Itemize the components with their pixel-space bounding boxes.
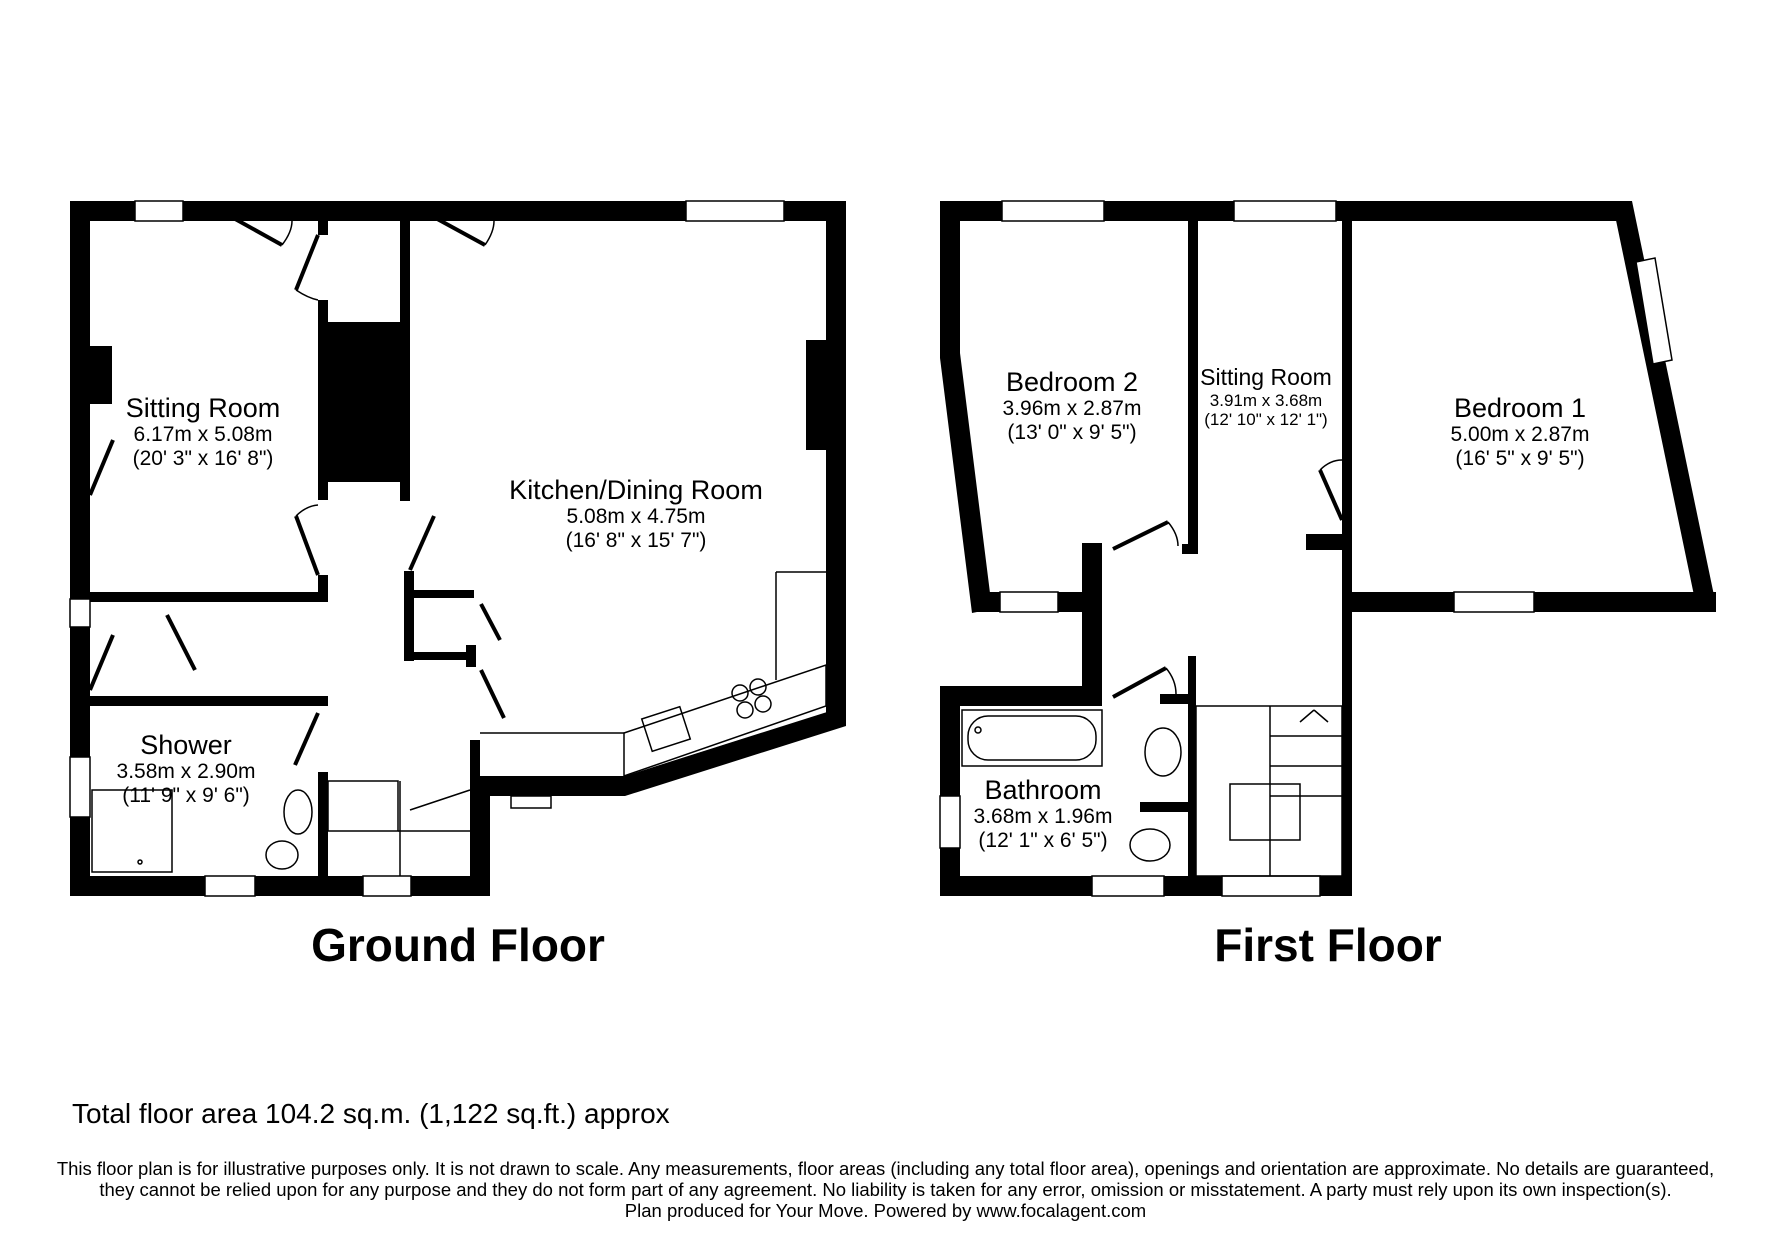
floor-title-first: First Floor <box>1214 919 1442 971</box>
room-label-bedroom-1: Bedroom 1 5.00m x 2.87m (16' 5" x 9' 5") <box>1451 393 1590 470</box>
room-imperial: (12' 1" x 6' 5") <box>978 828 1108 852</box>
room-imperial: (12' 10" x 12' 1") <box>1204 409 1328 429</box>
room-metric: 3.58m x 2.90m <box>116 760 256 784</box>
first-floor-doors <box>1112 459 1344 699</box>
first-floor-windows <box>939 200 1673 897</box>
room-metric: 3.96m x 2.87m <box>1002 397 1142 421</box>
total-floor-area: Total floor area 104.2 sq.m. (1,122 sq.f… <box>72 1098 670 1129</box>
disclaimer-line-2: they cannot be relied upon for any purpo… <box>99 1179 1672 1200</box>
room-name: Bedroom 1 <box>1453 393 1587 423</box>
room-label-kitchen-dining: Kitchen/Dining Room 5.08m x 4.75m (16' 8… <box>509 475 763 552</box>
disclaimer-line-3: Plan produced for Your Move. Powered by … <box>624 1200 1147 1221</box>
floor-title-ground: Ground Floor <box>311 919 605 971</box>
ground-floor-fixtures <box>91 571 827 876</box>
ground-floor-windows <box>69 200 785 897</box>
room-name: Shower <box>140 730 232 760</box>
room-label-ground-sitting-room: Sitting Room 6.17m x 5.08m (20' 3" x 16'… <box>126 393 281 470</box>
room-metric: 6.17m x 5.08m <box>133 423 273 447</box>
room-name: Sitting Room <box>125 393 281 423</box>
room-name: Bedroom 2 <box>1005 367 1139 397</box>
room-metric: 3.91m x 3.68m <box>1209 390 1323 410</box>
room-imperial: (11' 9" x 9' 6") <box>122 783 250 807</box>
room-metric: 5.00m x 2.87m <box>1450 423 1590 447</box>
ground-floor-doors <box>88 213 506 766</box>
room-metric: 3.68m x 1.96m <box>973 805 1113 829</box>
room-name: Sitting Room <box>1200 364 1332 390</box>
room-name: Bathroom <box>984 775 1102 805</box>
first-floor-fixtures <box>961 705 1343 877</box>
ground-floor-walls <box>70 201 846 896</box>
room-label-shower: Shower 3.58m x 2.90m (11' 9" x 9' 6") <box>117 730 256 807</box>
room-metric: 5.08m x 4.75m <box>566 505 706 529</box>
room-imperial: (13' 0" x 9' 5") <box>1007 420 1137 444</box>
room-label-bathroom: Bathroom 3.68m x 1.96m (12' 1" x 6' 5") <box>974 775 1113 852</box>
disclaimer-line-1: This floor plan is for illustrative purp… <box>56 1158 1715 1179</box>
room-label-first-sitting-room: Sitting Room 3.91m x 3.68m (12' 10" x 12… <box>1200 364 1332 429</box>
room-imperial: (16' 8" x 15' 7") <box>565 528 707 552</box>
disclaimer: This floor plan is for illustrative purp… <box>0 1158 1771 1221</box>
room-name: Kitchen/Dining Room <box>509 475 763 505</box>
room-label-bedroom-2: Bedroom 2 3.96m x 2.87m (13' 0" x 9' 5") <box>1003 367 1142 444</box>
room-imperial: (16' 5" x 9' 5") <box>1455 446 1585 470</box>
room-imperial: (20' 3" x 16' 8") <box>132 446 274 470</box>
